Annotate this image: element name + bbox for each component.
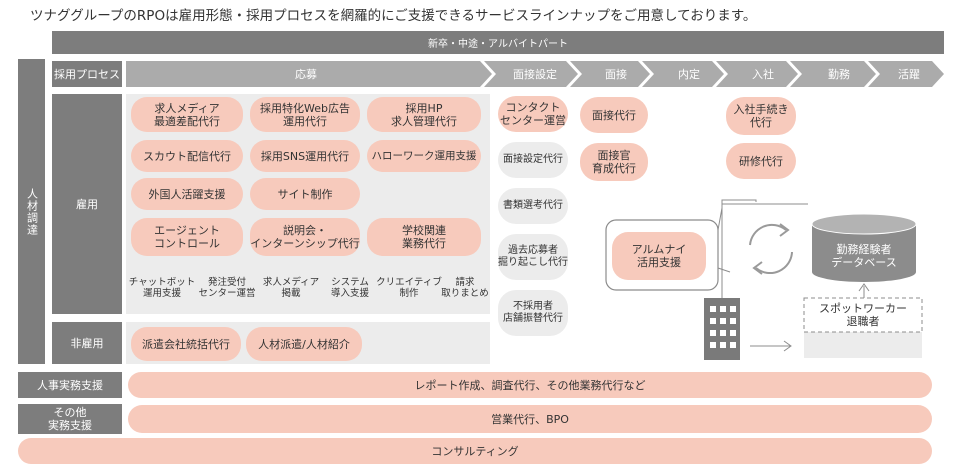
koyou-label: 雇用	[52, 94, 122, 314]
service-pill: サイト制作	[250, 178, 360, 210]
service-pill: 面接代行	[580, 97, 648, 133]
small-service: 請求 取りまとめ	[441, 277, 489, 299]
chevron-active	[868, 61, 944, 87]
service-pill: スカウト配信代行	[131, 140, 243, 172]
page-title: ツナググループのRPOは雇用形態・採用プロセスを網羅的にご支援できるサービスライ…	[30, 8, 757, 24]
jinzai-chotatsu-label: 人材調達	[18, 59, 45, 364]
service-pill: 求人メディア 最適差配代行	[131, 97, 243, 132]
service-pill: 面接設定代行	[498, 142, 568, 178]
chevron-join	[716, 61, 798, 87]
small-service: システム 導入支援	[330, 277, 369, 299]
chevron-interview	[570, 61, 650, 87]
chevron-apply	[126, 61, 492, 87]
chevron-setting	[484, 61, 578, 87]
service-pill: 面接官 育成代行	[580, 143, 648, 181]
arrow-icon	[750, 283, 870, 352]
service-pill: 入社手続き 代行	[726, 97, 796, 135]
step-work: 勤務	[828, 68, 850, 81]
service-pill: 学校関連 業務代行	[367, 218, 481, 256]
step-active: 活躍	[898, 68, 920, 81]
service-pill: 派遣会社統括代行	[131, 327, 241, 361]
database-label: 勤務経験者 データベース	[831, 243, 897, 269]
service-pill: 外国人活躍支援	[131, 178, 243, 210]
service-pill: コンタクト センター運営	[498, 96, 568, 132]
refresh-icon	[749, 223, 793, 275]
service-pill: 採用SNS運用代行	[250, 140, 360, 172]
small-service: 発注受付 センター運営	[198, 277, 256, 299]
building-icon	[704, 298, 740, 360]
chevron-offer	[642, 61, 724, 87]
service-pill: 不採用者 店舗振替代行	[498, 290, 568, 336]
hr-support-service: レポート作成、調査代行、その他業務代行など	[128, 372, 932, 398]
hr-support-label: 人事実務支援	[18, 372, 122, 398]
process-label: 採用プロセス	[52, 61, 122, 87]
step-offer: 内定	[678, 68, 700, 81]
service-pill: 書類選考代行	[498, 188, 568, 224]
spot-worker-label: スポットワーカー 退職者	[819, 302, 907, 328]
other-support-label: その他 実務支援	[18, 404, 122, 434]
small-service: チャットボット 運用支援	[128, 277, 196, 299]
other-support-service: 営業代行、BPO	[128, 405, 932, 433]
hikoyou-label: 非雇用	[52, 322, 122, 364]
step-interview: 面接	[605, 68, 627, 81]
service-pill: 過去応募者 掘り起こし代行	[498, 234, 568, 280]
chevron-work	[790, 61, 876, 87]
service-pill: 採用HP 求人管理代行	[367, 97, 481, 132]
small-service: クリエイティブ 制作	[376, 277, 442, 299]
consulting-bar: コンサルティング	[18, 438, 932, 464]
process-chevrons	[126, 61, 944, 87]
service-pill: エージェント コントロール	[131, 218, 243, 256]
database-icon	[811, 213, 917, 282]
step-apply: 応募	[295, 68, 317, 81]
service-pill: 説明会・ インターンシップ代行	[250, 218, 360, 256]
step-setting: 面接設定	[513, 68, 557, 81]
service-pill: 研修代行	[726, 143, 796, 179]
service-pill: 採用特化Web広告 運用代行	[250, 97, 360, 132]
employment-type-bar: 新卒・中途・アルバイトパート	[52, 31, 944, 54]
service-pill: 人材派遣/人材紹介	[246, 327, 362, 361]
alumni-pill: アルムナイ 活用支援	[612, 232, 706, 280]
small-service: 求人メディア 掲載	[262, 277, 320, 299]
service-pill: ハローワーク運用支援	[367, 140, 481, 172]
step-join: 入社	[752, 68, 774, 81]
